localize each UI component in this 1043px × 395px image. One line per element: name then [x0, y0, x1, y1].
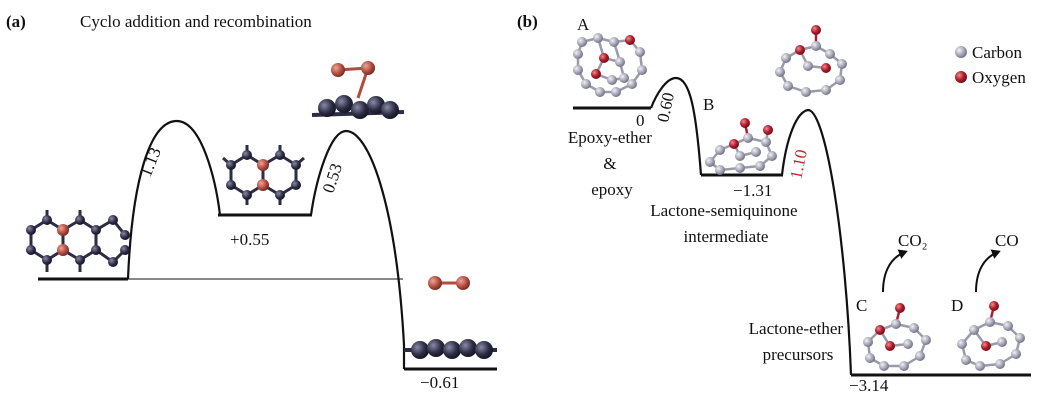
- product-co: CO: [995, 231, 1019, 250]
- legend: Carbon Oxygen: [955, 43, 1026, 87]
- molecule-a-final: [404, 276, 497, 359]
- reaction-path-b: [649, 76, 853, 376]
- molecule-a-intermediate: [222, 145, 305, 205]
- arrow-co: [975, 249, 1001, 293]
- panel-b: (b) A B C D Epoxy-ether & epoxy Lactone-…: [517, 12, 1031, 395]
- reaction-path-a: [126, 119, 406, 346]
- barrier-label-a1: 1.13: [136, 145, 165, 180]
- state-name-A-line3: epoxy: [591, 180, 633, 199]
- legend-carbon-swatch: [955, 46, 967, 58]
- energy-label-a-final: −0.61: [420, 373, 459, 392]
- state-name-A-line2: &: [603, 154, 616, 173]
- panel-a-title: Cyclo addition and recombination: [80, 12, 312, 31]
- molecule-a-transition: [311, 61, 405, 119]
- molecule-b-D: [957, 301, 1025, 371]
- panel-b-label: (b): [517, 12, 538, 31]
- state-name-B-line2: intermediate: [684, 227, 769, 246]
- product-co2: CO₂: [898, 231, 928, 250]
- state-letter-C: C: [856, 296, 867, 315]
- legend-oxygen-label: Oxygen: [972, 68, 1026, 87]
- state-name-B: Lactone-semiquinone intermediate: [650, 201, 802, 246]
- molecule-b-transition: [775, 25, 847, 97]
- molecule-b-A: [573, 33, 647, 97]
- state-letter-B: B: [703, 95, 714, 114]
- state-name-CD-line1: Lactone-ether: [749, 319, 844, 338]
- energy-label-a-intermediate: +0.55: [230, 230, 269, 249]
- state-name-B-line1: Lactone-semiquinone: [650, 201, 797, 220]
- molecule-b-B: [705, 118, 777, 175]
- energy-label-b-CD: −3.14: [849, 376, 889, 395]
- energy-label-b-A: 0: [636, 111, 645, 130]
- legend-carbon-label: Carbon: [972, 43, 1023, 62]
- arrow-co2: [882, 249, 908, 293]
- state-name-A: Epoxy-ether & epoxy: [568, 128, 656, 199]
- legend-oxygen-swatch: [955, 71, 967, 83]
- molecule-a-initial: [26, 210, 130, 272]
- panel-a-label: (a): [6, 12, 26, 31]
- energy-label-b-B: −1.31: [733, 181, 772, 200]
- state-name-CD-line2: precursors: [763, 345, 834, 364]
- panel-a: (a) Cyclo addition and recombination 1.1…: [6, 12, 497, 392]
- state-name-A-line1: Epoxy-ether: [568, 128, 652, 147]
- state-name-CD: Lactone-ether precursors: [749, 319, 848, 364]
- state-letter-D: D: [951, 296, 963, 315]
- state-letter-A: A: [577, 15, 590, 34]
- molecule-b-C: [863, 303, 931, 371]
- barrier-label-b2: 1.10: [786, 148, 811, 181]
